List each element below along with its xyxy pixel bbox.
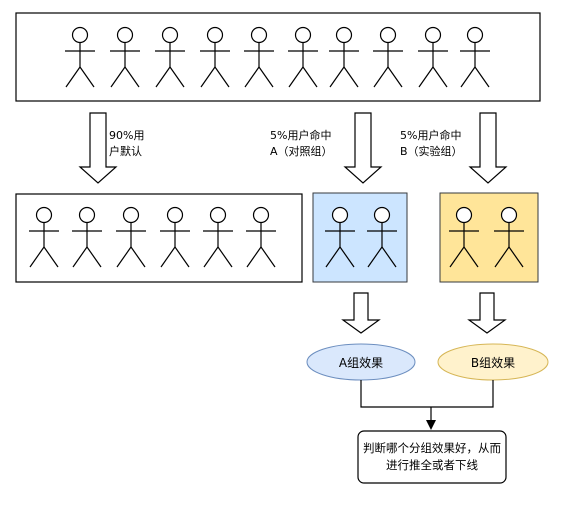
split-arrow-b-icon [469, 112, 507, 184]
merge-connector [360, 380, 494, 430]
effect-a-label: A组效果 [338, 355, 384, 370]
effect-b-label: B组效果 [470, 355, 516, 370]
arrowhead-icon [426, 420, 436, 430]
group-b-hit-label: 5%用户命中 B（实验组） [400, 129, 463, 158]
decision-label: 判断哪个分组效果好，从而 进行推全或者下线 [363, 441, 501, 472]
default-group-box [15, 193, 303, 283]
arrow-to-effect-b-icon [468, 292, 506, 334]
split-arrow-a-icon [344, 112, 382, 184]
group-a-hit-label: 5%用户命中 A（对照组） [270, 129, 333, 158]
group-b-box [439, 192, 539, 283]
decision-box [357, 430, 507, 484]
arrow-to-effect-a-icon [342, 292, 380, 334]
all-users-box [15, 12, 541, 102]
group-a-box [312, 192, 408, 283]
default-group-label: 90%用 户默认 [109, 129, 145, 158]
